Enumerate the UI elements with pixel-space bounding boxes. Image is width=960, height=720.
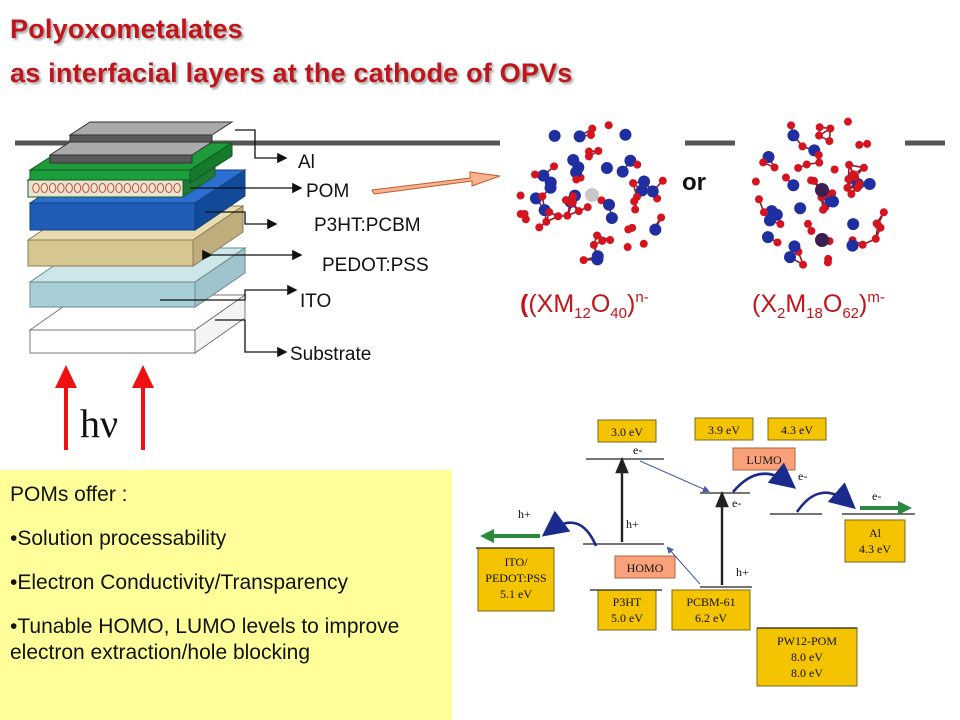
pw12-line2: 8.0 eV [791, 650, 823, 664]
formula2-sup: m- [867, 289, 885, 306]
level-3-0-ev: 3.0 eV [611, 425, 643, 439]
formula1-sub2: 40 [610, 305, 627, 322]
formula2-sub1: 18 [806, 305, 823, 322]
light-arrows [55, 365, 154, 450]
offers-heading: POMs offer : [10, 483, 128, 506]
offer-bullet-2: •Electron Conductivity/Transparency [10, 571, 349, 594]
level-4-3-ev: 4.3 eV [781, 423, 813, 437]
layer-leader-lines [160, 129, 303, 358]
pw12-line1: PW12-POM [777, 634, 837, 648]
e-label-4: e- [872, 489, 881, 503]
energy-diagram: 3.0 eV 3.9 eV 4.3 eV LUMO HOMO ITO/ PEDO… [476, 417, 915, 687]
level-3-9-ev: 3.9 eV [708, 423, 740, 437]
p3ht-line1: P3HT [613, 595, 642, 609]
label-substrate: Substrate [290, 344, 371, 365]
formula2-sub2: 62 [842, 305, 859, 322]
p3ht-line2: 5.0 eV [611, 611, 643, 625]
keggin-molecule-image [516, 121, 667, 266]
lumo-label: LUMO [746, 453, 782, 467]
label-p3ht-pcbm: P3HT:PCBM [314, 215, 421, 236]
pom-offers-box: POMs offer : •Solution processability •E… [0, 470, 452, 720]
formula2-pre: (X [752, 290, 777, 318]
formula1-pre: (XM [528, 290, 574, 318]
or-label: or [682, 169, 706, 196]
ito-line1: ITO/ [504, 555, 528, 569]
formula1-sub1: 12 [574, 305, 591, 322]
pom-to-molecule-arrow [371, 171, 501, 195]
e-label-2: e- [732, 496, 741, 510]
offer-bullet-3: •Tunable HOMO, LUMO levels to improve el… [10, 615, 400, 664]
label-pedot-pss: PEDOT:PSS [322, 255, 429, 276]
formula2-mid: O [823, 290, 842, 318]
offer-bullet-1: •Solution processability [10, 527, 227, 550]
h-label-2: h+ [736, 565, 749, 579]
pw12-line3: 8.0 eV [791, 666, 823, 680]
al-line1: Al [869, 526, 882, 540]
homo-label: HOMO [627, 561, 664, 575]
formula1-mid: O [591, 290, 610, 318]
formula1-sup: n- [635, 289, 648, 306]
formula1-post: ) [627, 290, 635, 318]
pcbm-line1: PCBM-61 [686, 595, 735, 609]
formula2-post: ) [859, 290, 867, 318]
slide-title-line2: as interfacial layers at the cathode of … [10, 58, 573, 88]
ito-line3: 5.1 eV [500, 587, 532, 601]
ito-line2: PEDOT:PSS [485, 571, 546, 585]
al-line2: 4.3 eV [859, 542, 891, 556]
e-label-1: e- [633, 443, 642, 457]
label-ito: ITO [300, 291, 331, 312]
keggin-formula: ((XM12O40)n- [520, 289, 649, 322]
al-layer [28, 121, 234, 184]
light-label: hν [80, 401, 118, 446]
formula2-sub0: 2 [777, 305, 785, 322]
formula2-mid0: M [785, 290, 806, 318]
h-label-1: h+ [626, 517, 639, 531]
slide-title-line1: Polyoxometalates [10, 14, 243, 44]
e-label-3: e- [798, 469, 807, 483]
dawson-molecule-image [751, 117, 888, 269]
h-label-3: h+ [518, 507, 531, 521]
device-stack [26, 121, 247, 354]
label-pom: POM [306, 181, 349, 202]
pcbm-line2: 6.2 eV [695, 611, 727, 625]
green-arrows [480, 501, 912, 543]
label-al: Al [298, 152, 315, 173]
dawson-formula: (X2M18O62)m- [752, 289, 885, 322]
